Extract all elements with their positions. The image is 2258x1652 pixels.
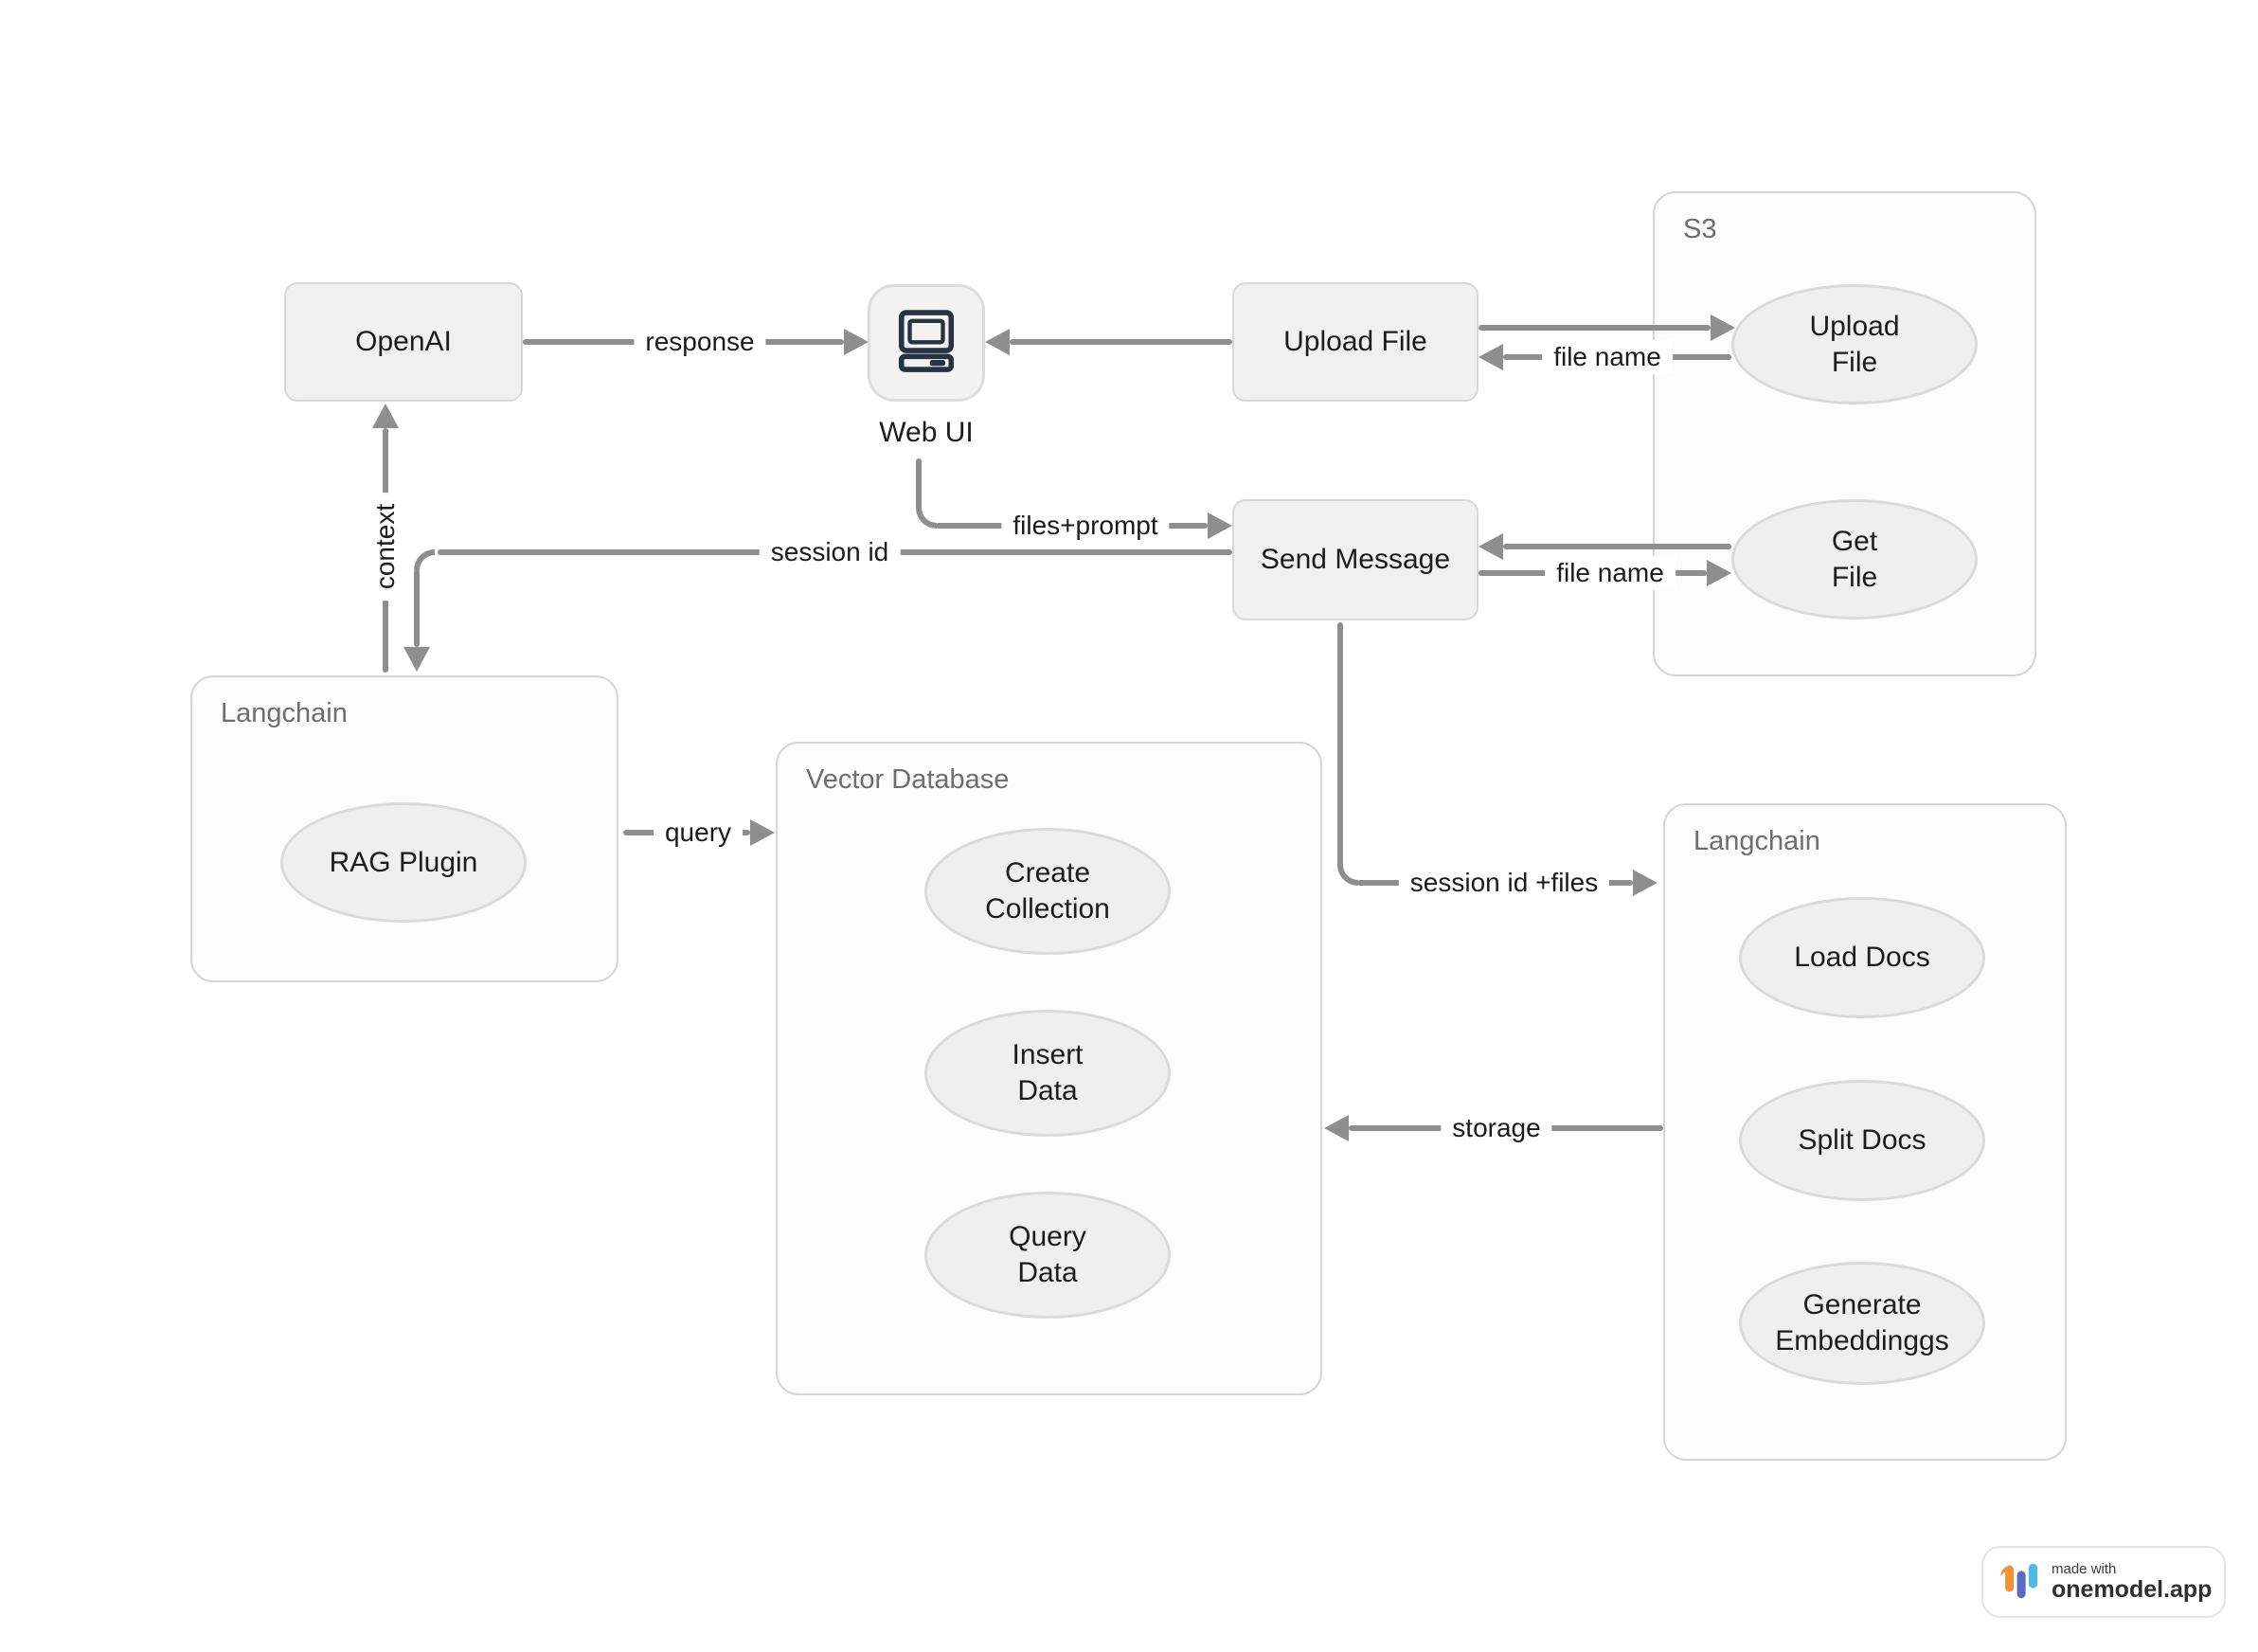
- ellipse-load-docs-label: Load Docs: [1794, 942, 1930, 973]
- ellipse-generate-embeddings-line2: Embeddinggs: [1775, 1325, 1949, 1356]
- ellipse-insert-data-line1: Insert: [1012, 1039, 1084, 1070]
- node-upload-file[interactable]: Upload File: [1232, 282, 1478, 402]
- badge-made-with-text: made with: [2052, 1561, 2117, 1577]
- node-openai-label: OpenAI: [355, 326, 452, 357]
- edge-context-arrowhead: [372, 404, 399, 428]
- edge-upload-to-webui-line: [1010, 339, 1232, 345]
- ellipse-create-collection-line2: Collection: [985, 893, 1110, 925]
- edge-upload-to-s3-arrowhead: [1711, 314, 1735, 341]
- edge-upload-to-webui-arrowhead: [985, 329, 1010, 355]
- node-upload-file-label: Upload File: [1283, 326, 1427, 357]
- ellipse-load-docs[interactable]: Load Docs: [1739, 897, 1985, 1018]
- onemodel-logo-icon: [1997, 1558, 2040, 1607]
- edge-session-id-corner: [414, 549, 435, 570]
- node-send-message-label: Send Message: [1260, 544, 1451, 575]
- computer-icon: [888, 303, 964, 384]
- edge-files-prompt-vline: [916, 458, 922, 510]
- ellipse-split-docs[interactable]: Split Docs: [1739, 1080, 1985, 1201]
- edge-storage-arrowhead: [1324, 1115, 1349, 1141]
- ellipse-generate-embeddings-line1: Generate: [1802, 1289, 1922, 1320]
- edge-files-prompt-corner: [916, 508, 937, 529]
- node-webui[interactable]: [868, 284, 985, 402]
- edge-files-prompt-arrowhead: [1208, 512, 1232, 539]
- edge-session-id-vline: [414, 569, 420, 647]
- ellipse-split-docs-label: Split Docs: [1798, 1124, 1926, 1156]
- ellipse-s3-upload-file[interactable]: Upload File: [1731, 284, 1978, 404]
- badge-brand-text: onemodel.app: [2052, 1576, 2213, 1603]
- ellipse-s3-get-file[interactable]: Get File: [1731, 499, 1978, 620]
- edge-get-file-name-label: file name: [1545, 556, 1676, 590]
- edge-upload-to-s3-line: [1478, 325, 1711, 331]
- ellipse-create-collection[interactable]: Create Collection: [924, 828, 1171, 955]
- edge-upload-file-name-label: file name: [1542, 340, 1673, 374]
- ellipse-rag-plugin[interactable]: RAG Plugin: [280, 802, 527, 923]
- ellipse-create-collection-line1: Create: [1004, 857, 1091, 889]
- edge-session-id-files-vline: [1337, 622, 1343, 869]
- ellipse-query-data[interactable]: Query Data: [924, 1192, 1171, 1319]
- ellipse-s3-upload-file-line1: Upload: [1809, 310, 1900, 342]
- node-send-message[interactable]: Send Message: [1232, 499, 1478, 620]
- edge-session-id-files-corner: [1337, 865, 1358, 886]
- ellipse-s3-get-file-line2: File: [1831, 561, 1878, 593]
- edge-session-id-files-label: session id +files: [1398, 866, 1610, 900]
- edge-get-file-name-arrowhead: [1707, 560, 1731, 586]
- container-vector-database-title: Vector Database: [806, 764, 1010, 795]
- ellipse-generate-embeddings[interactable]: Generate Embeddinggs: [1739, 1262, 1985, 1385]
- edge-files-prompt-label: files+prompt: [1001, 509, 1170, 543]
- node-openai[interactable]: OpenAI: [284, 282, 523, 402]
- ellipse-s3-upload-file-line2: File: [1831, 346, 1878, 378]
- node-webui-label: Web UI: [879, 417, 974, 448]
- container-langchain-right-title: Langchain: [1694, 826, 1820, 856]
- ellipse-rag-plugin-label: RAG Plugin: [329, 846, 478, 878]
- edge-query-label: query: [653, 816, 744, 850]
- edge-get-to-send-line: [1503, 544, 1731, 549]
- edge-query-arrowhead: [750, 819, 775, 846]
- edge-response-arrowhead: [844, 329, 869, 355]
- container-s3-title: S3: [1683, 214, 1717, 244]
- ellipse-insert-data[interactable]: Insert Data: [924, 1010, 1171, 1137]
- edge-session-id-label: session id: [759, 535, 901, 569]
- ellipse-query-data-line1: Query: [1009, 1221, 1086, 1252]
- edge-storage-label: storage: [1441, 1111, 1552, 1145]
- edge-context-label: context: [368, 492, 403, 602]
- edge-get-to-send-arrowhead: [1478, 533, 1503, 560]
- ellipse-s3-get-file-line1: Get: [1831, 525, 1878, 557]
- edge-session-id-arrowhead: [403, 647, 430, 672]
- ellipse-insert-data-line2: Data: [1017, 1075, 1078, 1106]
- ellipse-query-data-line2: Data: [1017, 1257, 1078, 1288]
- onemodel-badge[interactable]: made with onemodel.app: [1981, 1546, 2226, 1618]
- edge-session-id-files-arrowhead: [1633, 870, 1658, 896]
- edge-upload-file-name-arrowhead: [1478, 344, 1503, 370]
- container-langchain-left-title: Langchain: [221, 698, 348, 728]
- edge-response-label: response: [634, 325, 766, 359]
